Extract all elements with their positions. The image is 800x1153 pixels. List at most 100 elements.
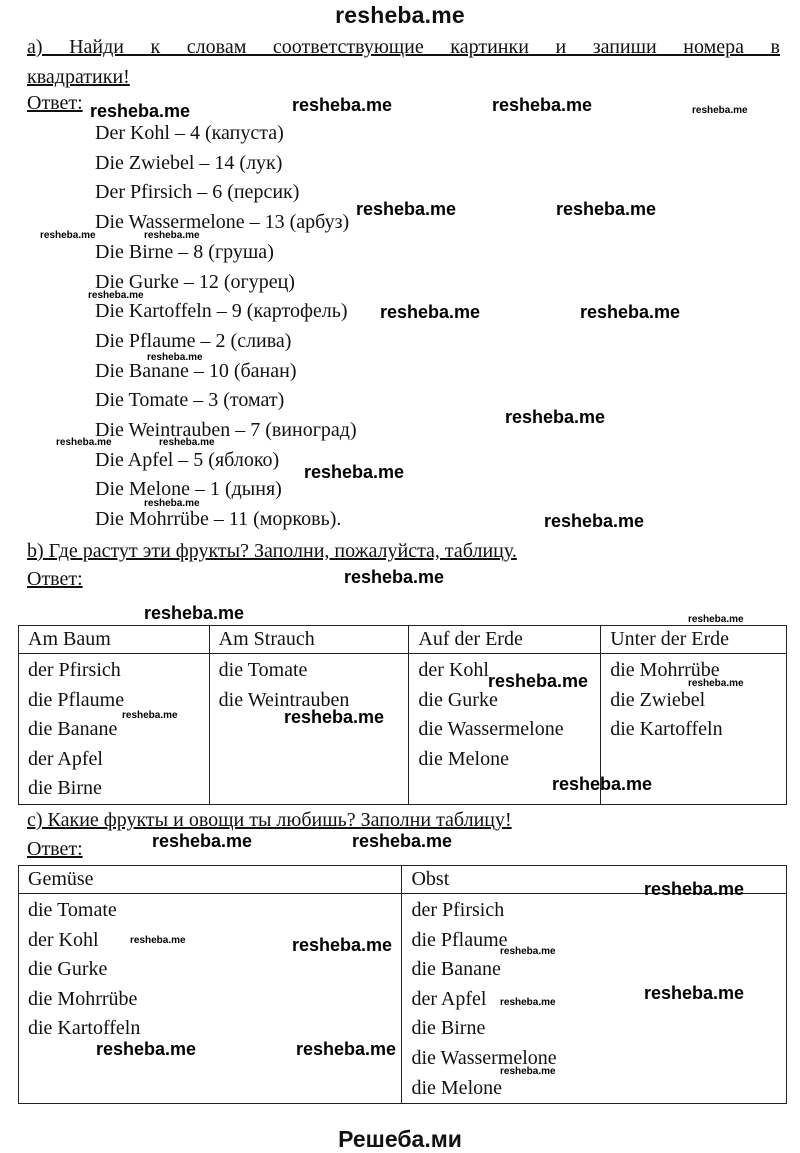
watermark: resheba.me [292,95,393,115]
site-title: resheba.me [335,2,465,28]
growth-table: Am Baum Am Strauch Auf der Erde Unter de… [18,625,787,805]
column-header: Gemüse [17,865,403,894]
list-item: der Kohl [28,928,99,951]
task-a-heading: а) Найди к словам соответствующие картин… [27,32,780,92]
watermark: resheba.me [122,710,178,721]
watermark: resheba.me [147,352,203,363]
list-item: Die Weintrauben – 7 (виноград) [95,419,357,442]
list-item: Die Apfel – 5 (яблоко) [95,448,280,471]
answer-label-b: Ответ: [27,568,83,590]
watermark: resheba.me [296,1039,397,1059]
footer-brand: Решеба.ми [338,1126,462,1152]
watermark: resheba.me [56,437,112,448]
watermark: resheba.me [688,614,744,625]
watermark: resheba.me [644,983,745,1003]
column-header: Auf der Erde [408,625,602,654]
watermark: resheba.me [500,946,556,957]
watermark: resheba.me [152,831,253,851]
watermark: resheba.me [488,671,589,691]
watermark: resheba.me [130,935,186,946]
task-a-line-1: а) Найди к словам соответствующие картин… [27,36,780,58]
watermark: resheba.me [304,462,405,482]
list-item: die Mohrrübe [28,987,138,1010]
list-item: der Pfirsich [28,659,121,681]
list-item: Der Kohl – 4 (капуста) [95,122,284,144]
table-cell: der Pfirsich die Pflaume die Banane der … [18,653,210,805]
watermark: resheba.me [556,199,657,219]
favorites-table: Gemüse Obst die Tomate der Kohl die Gurk… [17,865,787,1105]
watermark: resheba.me [144,603,245,623]
watermark: resheba.me [40,230,96,241]
list-item: Die Wassermelone – 13 (арбуз) [95,211,350,234]
list-item: Die Gurke – 12 (огурец) [95,270,295,293]
list-item: Die Zwiebel – 14 (лук) [95,151,283,174]
table-row: die Tomate der Kohl die Gurke die Mohrrü… [17,892,787,1105]
list-item: der Kohl [418,659,489,681]
list-item: Die Birne – 8 (груша) [95,240,274,263]
list-item: die Pflaume [411,928,508,951]
watermark: resheba.me [159,437,215,448]
watermark: resheba.me [144,498,200,509]
list-item: der Apfel [28,747,103,770]
watermark: resheba.me [284,707,385,727]
watermark: resheba.me [492,95,593,115]
list-item: die Pflaume [28,688,125,711]
list-item: die Tomate [28,899,117,921]
list-item: Die Mohrrübe – 11 (морковь). [95,508,342,531]
list-item: die Tomate [218,659,308,681]
list-item: der Apfel [411,987,487,1010]
list-item: die Gurke [418,688,498,711]
watermark: resheba.me [580,302,681,322]
watermark: resheba.me [96,1039,197,1059]
list-item: Die Banane – 10 (банан) [95,359,297,382]
watermark: resheba.me [352,831,453,851]
list-item: die Wassermelone [418,718,564,741]
list-item: Der Pfirsich – 6 (персик) [95,181,300,204]
watermark: resheba.me [144,230,200,241]
list-item: die Mohrrübe [610,659,720,681]
list-item: die Kartoffeln [610,718,723,741]
list-item: die Zwiebel [610,688,706,711]
task-a-line-2: квадратики! [27,66,130,88]
column-header: Obst [401,865,787,894]
list-item: Die Pflaume – 2 (слива) [95,329,292,352]
table-cell: die Tomate die Weintrauben [208,653,410,805]
watermark: resheba.me [90,101,191,121]
watermark: resheba.me [505,407,606,427]
task-c-heading: c) Какие фрукты и овощи ты любишь? Запол… [27,809,512,831]
list-item: die Banane [28,718,118,741]
table-cell: der Kohl die Gurke die Wassermelone die … [408,653,602,805]
table-row: der Pfirsich die Pflaume die Banane der … [18,653,787,805]
list-item: die Melone [411,1076,502,1099]
watermark: resheba.me [500,1066,556,1077]
watermark: resheba.me [500,997,556,1008]
list-item: die Melone [418,747,509,770]
list-item: die Birne [28,777,102,800]
list-item: Die Kartoffeln – 9 (картофель) [95,300,348,323]
watermark: resheba.me [356,199,457,219]
task-b-heading: b) Где растут эти фрукты? Заполни, пожал… [27,540,517,562]
column-header: Am Baum [18,625,210,654]
answer-label-c: Ответ: [27,838,83,860]
list-item: die Kartoffeln [28,1017,141,1040]
table-cell: die Mohrrübe die Zwiebel die Kartoffeln [600,653,787,805]
column-header: Unter der Erde [600,625,787,654]
column-header: Am Strauch [208,625,410,654]
watermark: resheba.me [380,302,481,322]
watermark: resheba.me [344,567,445,587]
table-header-row: Gemüse Obst [17,865,787,894]
watermark: resheba.me [292,935,393,955]
watermark: resheba.me [544,511,645,531]
list-item: die Birne [411,1017,486,1040]
answer-label-a: Ответ: [27,92,83,114]
list-item: die Gurke [28,958,108,981]
watermark: resheba.me [88,290,144,301]
list-item: die Banane [411,958,501,981]
list-item: Die Tomate – 3 (томат) [95,389,285,412]
list-item: die Wassermelone [411,1046,557,1069]
list-item: die Weintrauben [218,688,350,711]
table-header-row: Am Baum Am Strauch Auf der Erde Unter de… [18,625,787,654]
watermark: resheba.me [688,678,744,689]
vocabulary-list: Der Kohl – 4 (капуста) Die Zwiebel – 14 … [95,119,357,535]
watermark: resheba.me [644,879,745,899]
